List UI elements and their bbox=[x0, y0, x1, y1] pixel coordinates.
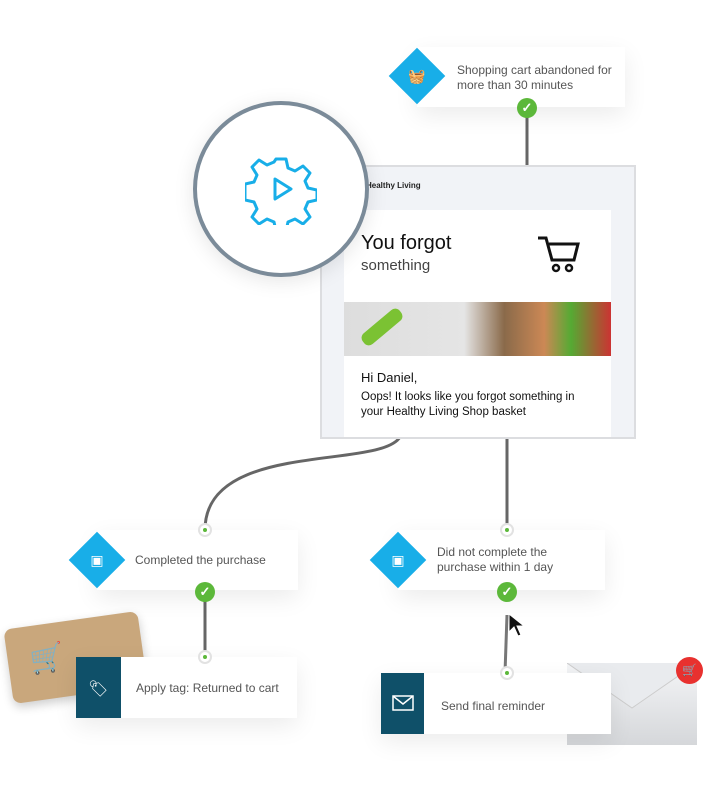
condition-completed-card[interactable]: Completed the purchase bbox=[97, 530, 298, 590]
email-preview[interactable]: Healthy Living You forgot something Hi D… bbox=[320, 165, 636, 439]
cart-icon: 🛒 bbox=[27, 640, 67, 677]
condition-label: Completed the purchase bbox=[135, 553, 266, 567]
email-headline: You forgot bbox=[361, 232, 452, 254]
wallet-icon: ▣ bbox=[90, 552, 104, 568]
action-label: Send final reminder bbox=[441, 699, 546, 713]
trigger-label: Shopping cart abandoned for more than 30… bbox=[457, 63, 612, 92]
trigger-card[interactable]: Shopping cart abandoned for more than 30… bbox=[417, 47, 625, 107]
brand-logo: Healthy Living bbox=[366, 181, 421, 190]
automation-circle[interactable] bbox=[193, 101, 369, 277]
check-icon: ✓ bbox=[497, 582, 517, 602]
tag-icon: 🏷 bbox=[88, 681, 109, 698]
email-body: You forgot something Hi Daniel, Oops! It… bbox=[344, 210, 611, 437]
wallet-icon: ▣ bbox=[391, 552, 405, 568]
email-text: Oops! It looks like you forgot something… bbox=[361, 391, 575, 418]
basket-icon: 🧺 bbox=[408, 68, 426, 84]
check-icon: ✓ bbox=[195, 582, 215, 602]
action-icon-block bbox=[76, 657, 121, 718]
cart-badge-icon: 🛒 bbox=[676, 657, 703, 684]
email-greeting: Hi Daniel, bbox=[361, 370, 418, 385]
condition-label: Did not complete the purchase within 1 d… bbox=[437, 545, 554, 574]
action-send-reminder-card[interactable]: Send final reminder bbox=[381, 673, 611, 734]
cart-icon bbox=[538, 236, 580, 273]
dumbbell-image bbox=[359, 306, 405, 348]
mouse-cursor-icon bbox=[508, 612, 526, 637]
envelope-icon bbox=[392, 695, 414, 711]
connector-dot[interactable] bbox=[500, 666, 514, 680]
email-subheadline: something bbox=[361, 257, 431, 274]
action-apply-tag-card[interactable]: 🏷 Apply tag: Returned to cart bbox=[76, 657, 297, 718]
gear-play-icon bbox=[245, 157, 317, 225]
action-label: Apply tag: Returned to cart bbox=[136, 681, 279, 695]
check-icon: ✓ bbox=[517, 98, 537, 118]
banner-image bbox=[344, 302, 611, 356]
connector-dot[interactable] bbox=[500, 523, 514, 537]
connector-dot[interactable] bbox=[198, 650, 212, 664]
condition-not-completed-card[interactable]: Did not complete the purchase within 1 d… bbox=[398, 530, 605, 590]
connector-dot[interactable] bbox=[198, 523, 212, 537]
